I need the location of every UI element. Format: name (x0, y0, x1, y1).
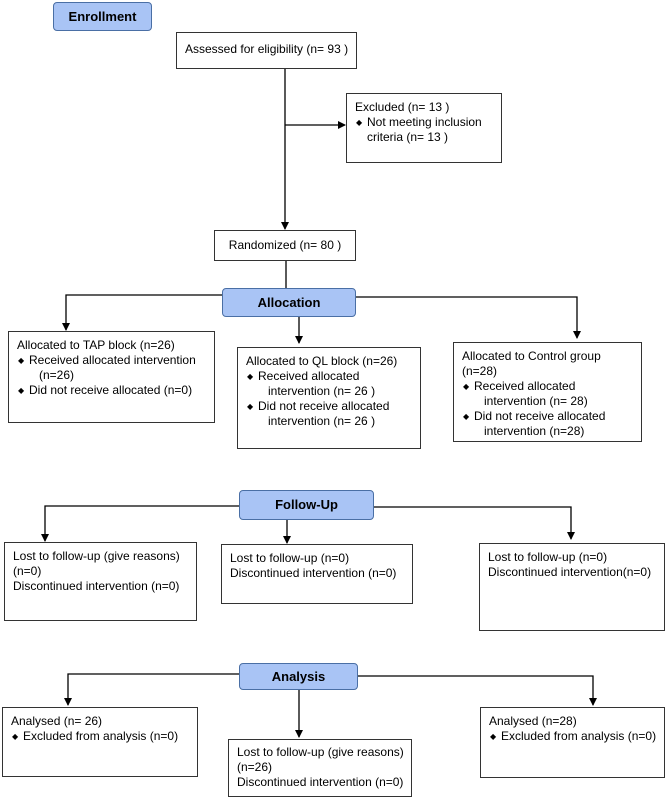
bullet-icon: ◆ (356, 118, 363, 127)
arrow-allocation-to-control (356, 296, 581, 339)
analysis-ql-box: Lost to follow-up (give reasons) (n=26) … (228, 739, 412, 797)
stage-enrollment-label: Enrollment (68, 9, 137, 24)
bullet-icon: ◆ (12, 732, 19, 741)
followup-ql-line1: Lost to follow-up (n=0) (230, 551, 350, 565)
allocation-control-received-line2: intervention (n= 28) (484, 394, 588, 408)
stage-followup: Follow-Up (239, 490, 374, 520)
bullet-icon: ◆ (490, 732, 497, 741)
bullet-icon: ◆ (18, 386, 25, 395)
followup-tap-line3: Discontinued intervention (n=0) (13, 579, 180, 593)
randomized-box: Randomized (n= 80 ) (214, 230, 356, 261)
allocation-tap-received-line1: Received allocated intervention (29, 353, 196, 367)
allocation-ql-not-received: ◆ Did not receive allocated intervention… (246, 399, 412, 429)
analysis-tap-line2: Excluded from analysis (n=0) (23, 729, 179, 743)
followup-tap-box: Lost to follow-up (give reasons) (n=0) D… (4, 542, 197, 621)
excluded-box: Excluded (n= 13 ) ◆ Not meeting inclusio… (346, 93, 502, 163)
allocation-control-received-line1: Received allocated (474, 379, 576, 393)
allocation-ql-box: Allocated to QL block (n=26) ◆ Received … (237, 347, 421, 449)
followup-ql-line2: Discontinued intervention (n=0) (230, 566, 397, 580)
allocation-tap-received: ◆ Received allocated intervention (n=26) (17, 353, 206, 383)
analysis-ql-line2: (n=26) (237, 760, 273, 774)
arrow-analysis-to-control (358, 675, 597, 706)
allocation-control-not-received-line1: Did not receive allocated (474, 409, 606, 423)
excluded-reason-line2: criteria (n= 13 ) (367, 130, 449, 144)
analysis-ql-line3: Discontinued intervention (n=0) (237, 775, 404, 789)
stage-allocation-label: Allocation (257, 295, 321, 310)
followup-ql-box: Lost to follow-up (n=0) Discontinued int… (221, 544, 413, 604)
allocation-control-received: ◆ Received allocated intervention (n= 28… (462, 379, 633, 409)
arrow-followup-to-tap (41, 505, 239, 542)
arrow-followup-to-control (374, 506, 575, 540)
allocation-control-box: Allocated to Control group (n=28) ◆ Rece… (453, 342, 642, 442)
allocation-control-not-received: ◆ Did not receive allocated intervention… (462, 409, 633, 439)
stage-enrollment: Enrollment (53, 2, 152, 31)
followup-tap-line2: (n=0) (13, 564, 42, 578)
allocation-ql-not-received-line1: Did not receive allocated (258, 399, 390, 413)
analysis-control-box: Analysed (n=28) ◆ Excluded from analysis… (480, 707, 665, 778)
stage-analysis-label: Analysis (271, 669, 326, 684)
excluded-reason: ◆ Not meeting inclusion criteria (n= 13 … (355, 115, 493, 145)
stage-analysis: Analysis (239, 663, 358, 690)
allocation-ql-received: ◆ Received allocated intervention (n= 26… (246, 369, 412, 399)
allocation-ql-received-line2: intervention (n= 26 ) (268, 384, 376, 398)
stage-allocation: Allocation (222, 288, 356, 317)
stage-followup-label: Follow-Up (275, 497, 338, 512)
allocation-tap-title: Allocated to TAP block (n=26) (17, 338, 175, 352)
bullet-icon: ◆ (463, 412, 470, 421)
bullet-icon: ◆ (247, 402, 254, 411)
analysis-control-excluded: ◆ Excluded from analysis (n=0) (489, 729, 656, 744)
assessed-text: Assessed for eligibility (n= 93 ) (185, 42, 349, 56)
followup-control-box: Lost to follow-up (n=0) Discontinued int… (479, 543, 665, 631)
followup-control-line1: Lost to follow-up (n=0) (488, 550, 608, 564)
analysis-control-line2: Excluded from analysis (n=0) (501, 729, 657, 743)
assessed-box: Assessed for eligibility (n= 93 ) (176, 32, 357, 69)
analysis-ql-line1: Lost to follow-up (give reasons) (237, 745, 404, 759)
allocation-tap-received-line2: (n=26) (39, 368, 75, 382)
bullet-icon: ◆ (18, 356, 25, 365)
arrow-allocation-to-tap (62, 294, 222, 331)
analysis-tap-line1: Analysed (n= 26) (11, 714, 103, 728)
excluded-title: Excluded (n= 13 ) (355, 100, 450, 114)
arrow-analysis-to-tap (64, 673, 239, 706)
analysis-tap-box: Analysed (n= 26) ◆ Excluded from analysi… (2, 707, 198, 777)
followup-control-line2: Discontinued intervention(n=0) (488, 565, 652, 579)
allocation-control-title-line2: (n=28) (462, 364, 498, 378)
allocation-tap-not-received: ◆ Did not receive allocated (n=0) (17, 383, 206, 398)
bullet-icon: ◆ (247, 372, 254, 381)
excluded-reason-line1: Not meeting inclusion (367, 115, 482, 129)
allocation-tap-not-received-line1: Did not receive allocated (n=0) (29, 383, 193, 397)
bullet-icon: ◆ (463, 382, 470, 391)
analysis-tap-excluded: ◆ Excluded from analysis (n=0) (11, 729, 189, 744)
allocation-ql-received-line1: Received allocated (258, 369, 360, 383)
randomized-text: Randomized (n= 80 ) (228, 238, 342, 252)
allocation-control-not-received-line2: intervention (n=28) (484, 424, 585, 438)
allocation-tap-box: Allocated to TAP block (n=26) ◆ Received… (8, 331, 215, 423)
followup-tap-line1: Lost to follow-up (give reasons) (13, 549, 180, 563)
analysis-control-line1: Analysed (n=28) (489, 714, 577, 728)
allocation-ql-title: Allocated to QL block (n=26) (246, 354, 398, 368)
allocation-ql-not-received-line2: intervention (n= 26 ) (268, 414, 376, 428)
allocation-control-title-line1: Allocated to Control group (462, 349, 601, 363)
